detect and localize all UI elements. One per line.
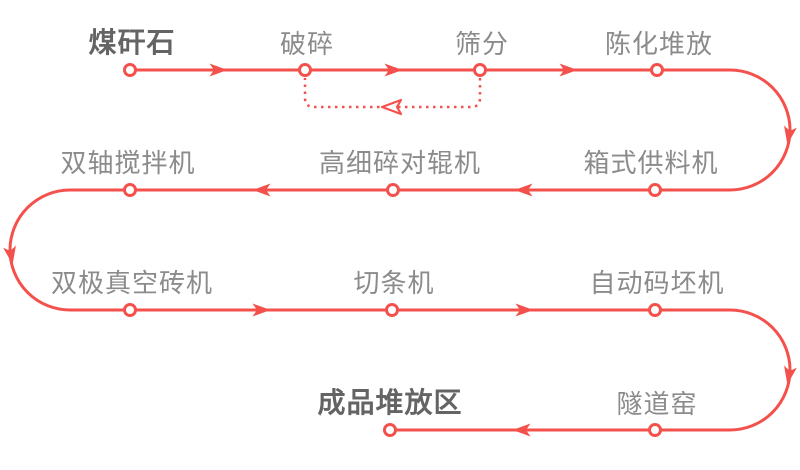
flow-arrow-right-icon bbox=[209, 63, 228, 77]
flow-arrow-left-icon bbox=[252, 183, 271, 197]
node-label-crushing: 破碎 bbox=[279, 29, 335, 59]
node-label-coal-gangue: 煤矸石 bbox=[88, 27, 176, 58]
node-label-screening: 筛分 bbox=[454, 29, 510, 59]
flow-node-crushing bbox=[298, 63, 312, 77]
flow-node-double-shaft-mixer bbox=[123, 183, 137, 197]
flow-arrow-down-icon bbox=[3, 245, 16, 265]
flow-arrow-right-icon bbox=[384, 63, 403, 77]
flow-arrow-right-icon bbox=[515, 303, 534, 317]
node-label-double-shaft-mixer: 双轴搅拌机 bbox=[60, 148, 196, 178]
main-flow-path bbox=[8, 68, 792, 432]
flow-node-box-feeder bbox=[648, 183, 662, 197]
node-label-double-stage-vacuum-brick-machine: 双极真空砖机 bbox=[50, 268, 214, 298]
flow-node-coal-gangue bbox=[123, 63, 137, 77]
flow-arrow-down-icon bbox=[784, 365, 797, 385]
feedback-arrow-left-icon bbox=[380, 98, 403, 116]
flow-node-screening bbox=[473, 63, 487, 77]
flow-node-cutting-machine bbox=[385, 303, 399, 317]
node-label-cutting-machine: 切条机 bbox=[353, 268, 435, 298]
flow-arrow-left-icon bbox=[512, 423, 531, 437]
flow-node-finished-product-yard bbox=[383, 423, 397, 437]
flow-arrow-right-icon bbox=[559, 63, 578, 77]
flow-node-double-stage-vacuum-brick-machine bbox=[123, 303, 137, 317]
flow-node-automatic-stacker bbox=[648, 303, 662, 317]
node-label-automatic-stacker: 自动码坯机 bbox=[589, 268, 725, 298]
flow-node-tunnel-kiln bbox=[648, 423, 662, 437]
flow-node-aging-stockpile bbox=[650, 63, 664, 77]
flow-arrow-left-icon bbox=[514, 183, 533, 197]
flow-node-fine-crushing-roller bbox=[386, 183, 400, 197]
node-label-box-feeder: 箱式供料机 bbox=[583, 148, 719, 178]
node-label-aging-stockpile: 陈化堆放 bbox=[604, 29, 714, 59]
node-label-tunnel-kiln: 隧道窑 bbox=[616, 389, 698, 419]
flow-arrow-down-icon bbox=[784, 125, 797, 145]
node-label-finished-product-yard: 成品堆放区 bbox=[317, 387, 463, 418]
node-label-fine-crushing-roller: 高细碎对辊机 bbox=[318, 148, 482, 178]
flow-arrow-right-icon bbox=[252, 303, 271, 317]
